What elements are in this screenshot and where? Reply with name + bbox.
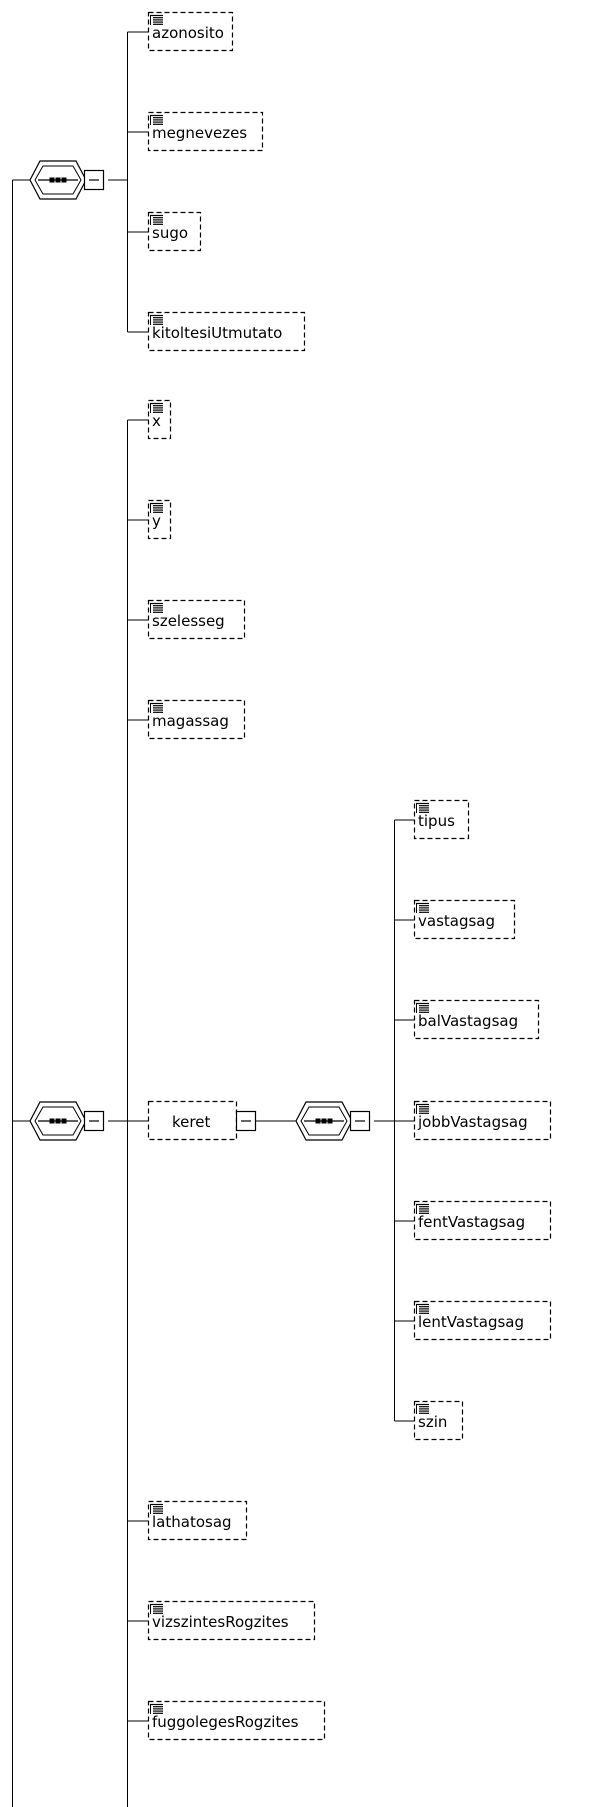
element-x[interactable]: x [147, 399, 172, 440]
element-content-icon [150, 314, 164, 326]
element-szin[interactable]: szin [413, 1400, 464, 1441]
sequence-compositor-icon [295, 1101, 353, 1141]
element-fuggolegesRogzites[interactable]: fuggolegesRogzites [147, 1700, 326, 1741]
element-label: lathatosag [152, 1513, 232, 1531]
collapse-minus-icon[interactable] [349, 1110, 371, 1132]
connector-lines [12, 31, 414, 1807]
element-label: balVastagsag [418, 1012, 518, 1030]
element-label: vastagsag [418, 912, 495, 930]
collapse-minus-icon[interactable] [83, 1110, 105, 1132]
element-keret[interactable]: keret [147, 1100, 238, 1141]
element-vizszintesRogzites[interactable]: vizszintesRogzites [147, 1600, 316, 1641]
element-label: x [152, 412, 161, 430]
element-content-icon [416, 1403, 430, 1415]
element-label: tipus [418, 812, 455, 830]
element-content-icon [150, 1603, 164, 1615]
element-content-icon [416, 902, 430, 914]
element-content-icon [150, 214, 164, 226]
element-megnevezes[interactable]: megnevezes [147, 111, 264, 152]
sequence-compositor-icon [29, 160, 87, 200]
element-label: lentVastagsag [418, 1313, 524, 1331]
element-jobbVastagsag[interactable]: jobbVastagsag [413, 1100, 552, 1141]
element-content-icon [150, 114, 164, 126]
element-label: sugo [152, 224, 188, 242]
element-content-icon [416, 1203, 430, 1215]
element-content-icon [150, 702, 164, 714]
element-label: szin [418, 1413, 447, 1431]
element-vastagsag[interactable]: vastagsag [413, 899, 516, 940]
element-content-icon [416, 1303, 430, 1315]
element-content-icon [150, 402, 164, 414]
element-label: kitoltesiUtmutato [152, 324, 282, 342]
element-label: fuggolegesRogzites [152, 1713, 299, 1731]
element-fentVastagsag[interactable]: fentVastagsag [413, 1200, 552, 1241]
element-label: azonosito [152, 24, 224, 42]
element-tipus[interactable]: tipus [413, 799, 470, 840]
element-label: y [152, 512, 161, 530]
compositors [29, 160, 371, 1141]
element-azonosito[interactable]: azonosito [147, 11, 234, 52]
element-content-icon [150, 502, 164, 514]
element-sugo[interactable]: sugo [147, 211, 202, 252]
collapse-minus-icon[interactable] [235, 1110, 257, 1132]
element-boxes: azonosito megnevezes sugo kitoltesiUtmutato… [147, 11, 552, 1741]
element-label: jobbVastagsag [417, 1113, 528, 1131]
element-label: keret [172, 1113, 210, 1131]
element-lentVastagsag[interactable]: lentVastagsag [413, 1300, 552, 1341]
sequence-compositor-icon [29, 1101, 87, 1141]
element-label: magassag [152, 712, 229, 730]
element-content-icon [416, 1103, 430, 1115]
element-szelesseg[interactable]: szelesseg [147, 599, 246, 640]
element-y[interactable]: y [147, 499, 172, 540]
element-content-icon [150, 1703, 164, 1715]
element-label: fentVastagsag [418, 1213, 525, 1231]
element-magassag[interactable]: magassag [147, 699, 246, 740]
element-kitoltesiUtmutato[interactable]: kitoltesiUtmutato [147, 311, 306, 352]
element-content-icon [150, 1503, 164, 1515]
element-balVastagsag[interactable]: balVastagsag [413, 999, 540, 1040]
element-content-icon [416, 1002, 430, 1014]
element-content-icon [150, 602, 164, 614]
element-label: szelesseg [152, 612, 225, 630]
element-lathatosag[interactable]: lathatosag [147, 1500, 248, 1541]
collapse-minus-icon[interactable] [83, 169, 105, 191]
element-content-icon [416, 802, 430, 814]
element-content-icon [150, 14, 164, 26]
element-label: megnevezes [152, 124, 247, 142]
element-label: vizszintesRogzites [152, 1613, 289, 1631]
